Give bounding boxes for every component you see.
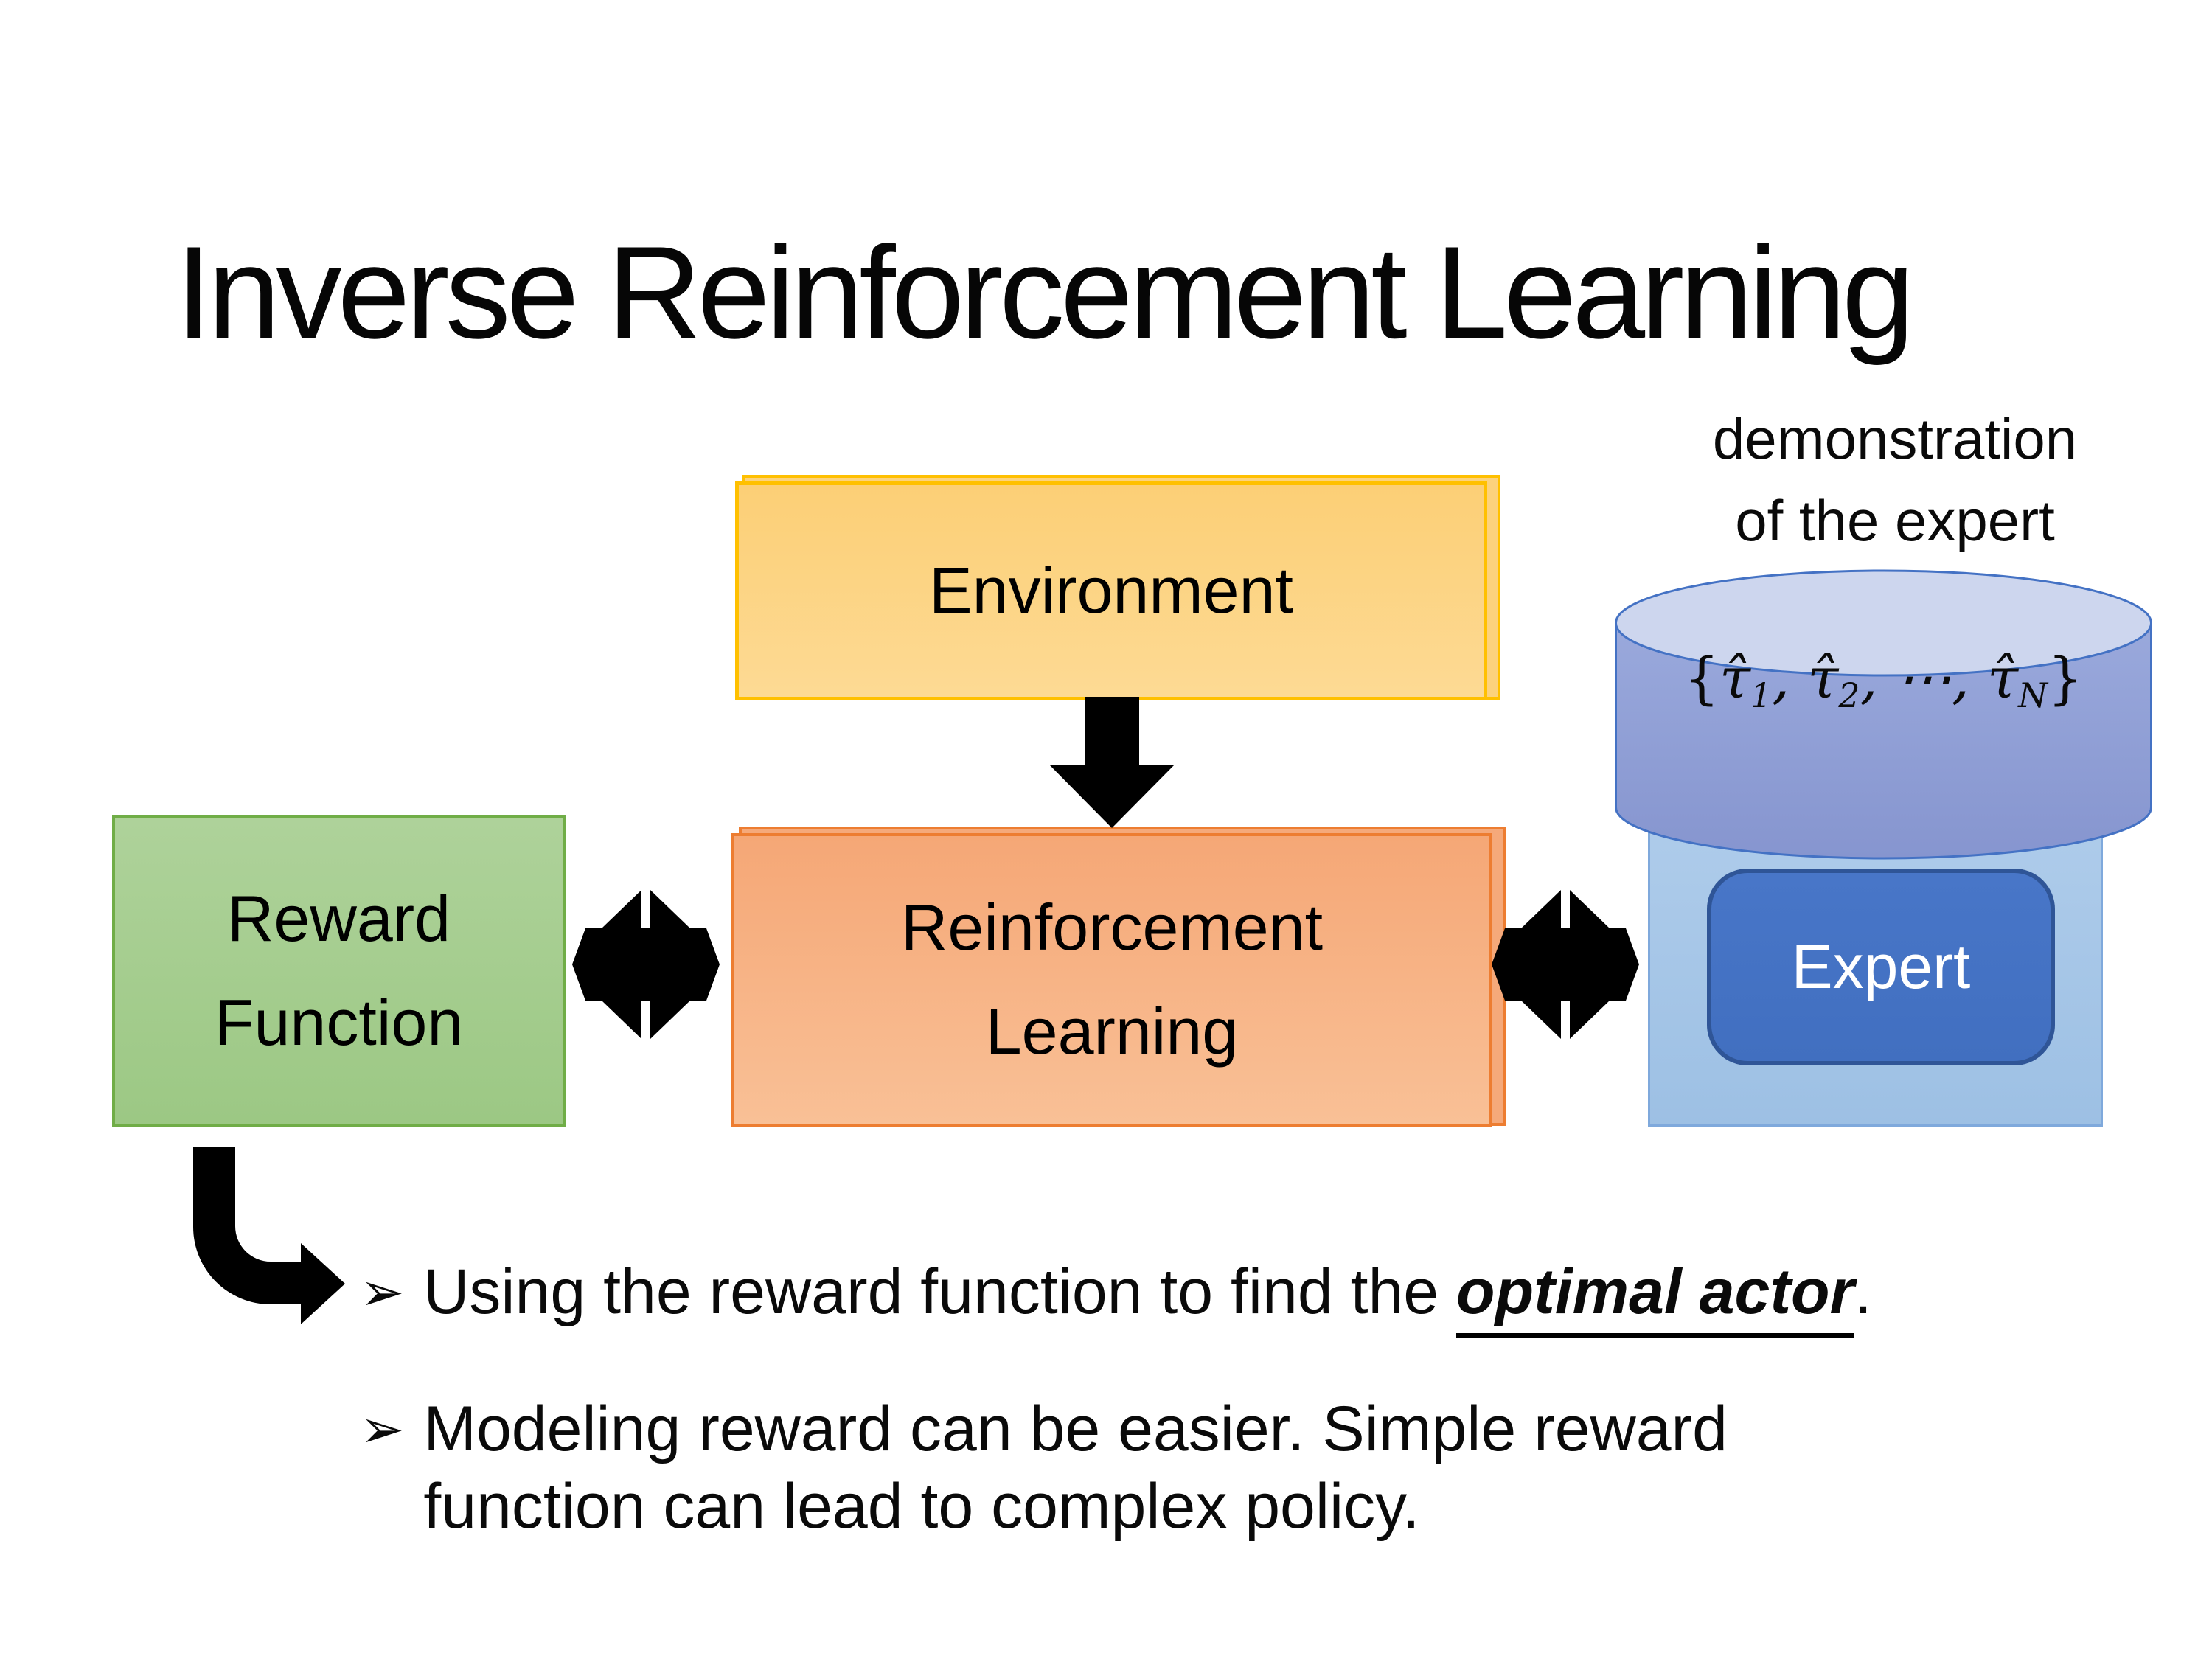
reward-function-box: Reward Function — [112, 815, 566, 1127]
formula-tau2: τ̂ — [1807, 645, 1839, 711]
formula-sep2: , — [1860, 645, 1896, 711]
reinforcement-learning-label-line2: Learning — [985, 995, 1239, 1068]
annotation-line-2: of the expert — [1735, 487, 2055, 553]
exchange-arrows-right-icon — [1492, 890, 1639, 1039]
formula-close-brace: } — [2048, 645, 2084, 711]
exchange-arrows-left-icon — [572, 890, 720, 1039]
reinforcement-learning-box: Reinforcement Learning — [731, 833, 1492, 1127]
bullet-arrowhead-icon: ➢ — [360, 1261, 405, 1323]
bullet-1-text: Using the reward function to find the op… — [423, 1253, 1872, 1338]
elbow-arrow-icon — [193, 1147, 345, 1324]
expert-label: Expert — [1791, 932, 1971, 1001]
bullet-item-2: ➢ Modeling reward can be easier. Simple … — [360, 1391, 1728, 1545]
bullet-1-emphasis: optimal actor — [1456, 1256, 1855, 1338]
bullet-item-1: ➢ Using the reward function to find the … — [360, 1253, 1872, 1338]
bullet-1-prefix: Using the reward function to find the — [423, 1256, 1457, 1327]
reward-function-label-line2: Function — [214, 986, 464, 1059]
down-arrow-icon — [1049, 697, 1175, 828]
environment-box: Environment — [735, 481, 1487, 700]
bullet-1-suffix: . — [1854, 1256, 1872, 1327]
environment-label: Environment — [928, 554, 1293, 627]
database-cylinder-icon — [1615, 569, 2152, 860]
bullet-2-line2: function can lead to complex policy. — [423, 1470, 1420, 1542]
reward-function-label-line1: Reward — [226, 882, 451, 956]
formula-sub2: 2 — [1838, 675, 1860, 715]
demonstration-annotation: demonstration of the expert — [1615, 398, 2175, 562]
formula-sub1: 1 — [1750, 675, 1773, 715]
formula-dots: ⋯ — [1895, 645, 1952, 711]
formula-open-brace: { — [1683, 645, 1719, 711]
bullet-2-text: Modeling reward can be easier. Simple re… — [423, 1391, 1728, 1545]
bullet-arrowhead-icon: ➢ — [360, 1398, 405, 1460]
page-title: Inverse Reinforcement Learning — [175, 219, 1915, 366]
formula-sub3: N — [2018, 675, 2048, 715]
formula-sep1: , — [1772, 645, 1808, 711]
formula-tau1: τ̂ — [1719, 645, 1751, 711]
trajectory-set-formula: {τ̂1, τ̂2, ⋯, τ̂N} — [1614, 643, 2153, 717]
reinforcement-learning-label-line1: Reinforcement — [900, 891, 1324, 964]
formula-tau3: τ̂ — [1987, 645, 2019, 711]
formula-sep3: , — [1951, 645, 1988, 711]
expert-box: Expert — [1707, 869, 2055, 1065]
annotation-line-1: demonstration — [1712, 406, 2078, 471]
bullet-2-line1: Modeling reward can be easier. Simple re… — [423, 1394, 1728, 1464]
